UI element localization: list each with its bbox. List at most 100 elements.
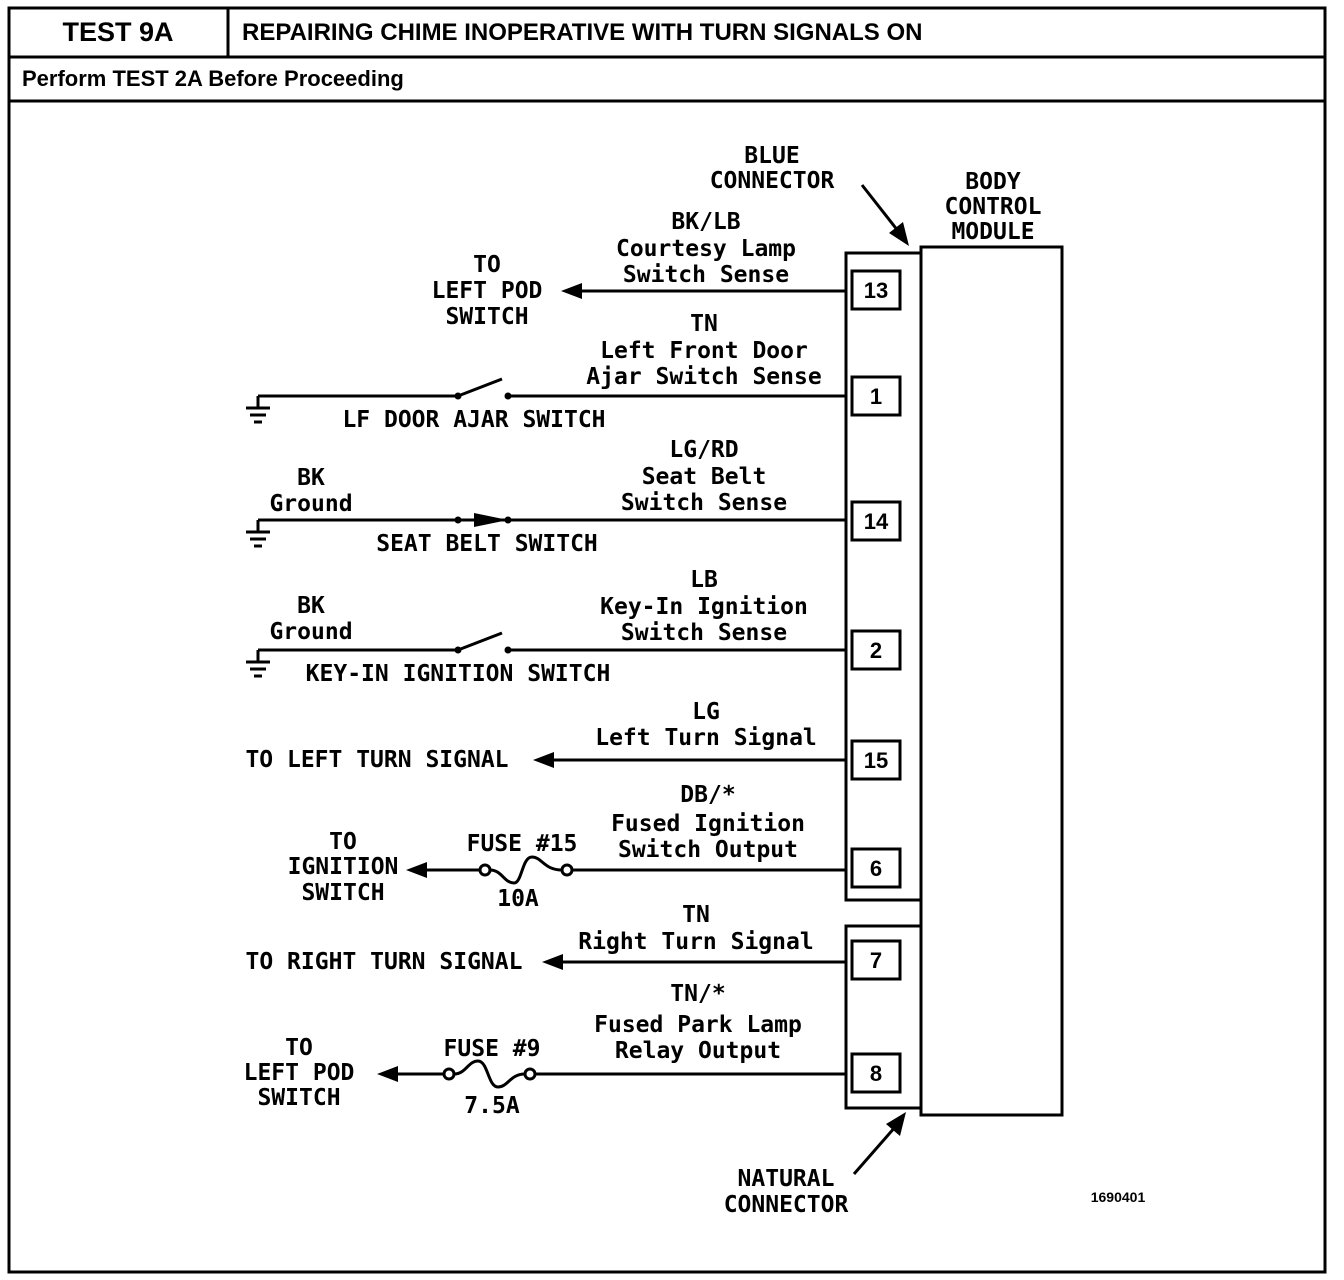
circuit-desc-14-a: Seat Belt — [642, 464, 767, 490]
switch-label-2: KEY-IN IGNITION SWITCH — [306, 661, 611, 687]
dest-8-b: LEFT POD — [244, 1060, 355, 1086]
ground-icon — [246, 520, 270, 548]
natural-connector-arrowhead — [886, 1112, 906, 1136]
ground-wire-color-2: BK — [297, 593, 325, 619]
outer-border — [7, 6, 1327, 1274]
module-label-1: BODY — [965, 169, 1021, 195]
circuit-7: 7 TN Right Turn Signal TO RIGHT TURN SIG… — [246, 902, 902, 981]
natural-connector-label-2: CONNECTOR — [724, 1192, 849, 1218]
circuit-desc-6-a: Fused Ignition — [611, 811, 805, 837]
wire-color-7: TN — [682, 902, 710, 928]
dest-6-b: IGNITION — [288, 854, 399, 880]
pin-8-box — [850, 1052, 902, 1094]
circuit-1: 1 TN Left Front Door Ajar Switch Sense L… — [246, 311, 902, 433]
ground-label-2: Ground — [269, 619, 352, 645]
arrow-13 — [561, 283, 582, 299]
dest-8-c: SWITCH — [257, 1085, 340, 1111]
circuit-desc-1-a: Left Front Door — [600, 338, 808, 364]
blue-connector-label-1: BLUE — [744, 143, 799, 169]
pin-6-number: 6 — [870, 856, 882, 881]
wire-color-8: TN/* — [670, 981, 725, 1007]
test-title: REPAIRING CHIME INOPERATIVE WITH TURN SI… — [242, 19, 922, 46]
arrow-15 — [533, 752, 554, 768]
ground-wire-color-14: BK — [297, 465, 325, 491]
circuit-desc-14-b: Switch Sense — [621, 490, 787, 516]
circuit-desc-13-b: Switch Sense — [623, 262, 789, 288]
fuse-label-8: FUSE #9 — [444, 1036, 541, 1062]
wire-color-13: BK/LB — [671, 209, 740, 235]
circuit-6: 6 DB/* Fused Ignition Switch Output FUSE… — [288, 782, 902, 912]
switch-2-contact — [504, 646, 512, 654]
pin-15-box — [850, 739, 902, 781]
ground-icon — [246, 396, 270, 424]
circuit-2: 2 LB Key-In Ignition Switch Sense BK Gro… — [246, 567, 902, 687]
pin-14-box — [850, 500, 902, 542]
circuit-13: 13 BK/LB Courtesy Lamp Switch Sense TO L… — [432, 209, 902, 330]
ground-icon — [246, 650, 270, 678]
arrow-8 — [377, 1066, 398, 1082]
fuse-15-terminal-b — [560, 863, 574, 877]
module-label-2: CONTROL — [945, 194, 1042, 220]
switch-14-blade — [474, 513, 508, 527]
switch-1-blade — [457, 377, 503, 398]
circuit-desc-8-b: Relay Output — [615, 1038, 781, 1064]
arrow-7 — [542, 954, 563, 970]
fuse-rating-8: 7.5A — [464, 1093, 520, 1119]
test-id: TEST 9A — [62, 17, 173, 47]
circuit-14: 14 LG/RD Seat Belt Switch Sense BK Groun… — [246, 437, 902, 557]
fuse-9-element — [453, 1059, 526, 1089]
pin-7-number: 7 — [870, 948, 882, 973]
module-label-3: MODULE — [951, 219, 1034, 245]
blue-connector-pointer — [860, 184, 904, 237]
circuit-desc-7: Right Turn Signal — [578, 929, 813, 955]
wire-color-6: DB/* — [680, 782, 735, 808]
figure-code: 1690401 — [1091, 1189, 1146, 1205]
blue-connector-label-2: CONNECTOR — [710, 168, 835, 194]
circuit-desc-13-a: Courtesy Lamp — [616, 236, 796, 262]
circuit-desc-8-a: Fused Park Lamp — [594, 1012, 802, 1038]
circuit-desc-2-a: Key-In Ignition — [600, 594, 808, 620]
pin-2-number: 2 — [870, 638, 882, 663]
dest-6-c: SWITCH — [301, 880, 384, 906]
fuse-9-terminal-a — [442, 1067, 456, 1081]
blue-connector-arrowhead — [889, 222, 909, 246]
blue-connector — [844, 251, 923, 902]
dest-6-a: TO — [329, 829, 357, 855]
arrow-6 — [406, 862, 427, 878]
circuit-15: 15 LG Left Turn Signal TO LEFT TURN SIGN… — [245, 699, 902, 781]
body-control-module — [919, 245, 1064, 1117]
circuit-desc-2-b: Switch Sense — [621, 620, 787, 646]
pin-2-box — [850, 629, 902, 671]
dest-8-a: TO — [285, 1035, 313, 1061]
pin-14-number: 14 — [864, 509, 889, 534]
fuse-15-terminal-a — [478, 863, 492, 877]
pin-1-box — [850, 375, 902, 417]
switch-label-1: LF DOOR AJAR SWITCH — [342, 407, 605, 433]
pin-8-number: 8 — [870, 1061, 882, 1086]
fuse-label-6: FUSE #15 — [467, 831, 578, 857]
circuit-desc-15: Left Turn Signal — [595, 725, 817, 751]
dest-7: TO RIGHT TURN SIGNAL — [246, 949, 523, 975]
pin-13-box — [850, 269, 902, 311]
circuit-desc-6-b: Switch Output — [618, 837, 798, 863]
dest-15: TO LEFT TURN SIGNAL — [245, 747, 508, 773]
wire-color-15: LG — [692, 699, 720, 725]
pin-15-number: 15 — [864, 748, 888, 773]
circuit-8: 8 TN/* Fused Park Lamp Relay Output FUSE… — [244, 981, 902, 1119]
wire-color-1: TN — [690, 311, 718, 337]
natural-connector-pointer — [852, 1125, 898, 1175]
dest-13-a: TO — [473, 252, 501, 278]
fuse-9-terminal-b — [523, 1067, 537, 1081]
pin-6-box — [850, 847, 902, 889]
ground-label-14: Ground — [269, 491, 352, 517]
switch-1-contact — [504, 392, 512, 400]
wire-color-14: LG/RD — [669, 437, 738, 463]
pin-1-number: 1 — [870, 384, 882, 409]
pin-7-box — [850, 939, 902, 981]
dest-13-b: LEFT POD — [432, 278, 543, 304]
natural-connector-label-1: NATURAL — [738, 1166, 835, 1192]
pin-13-number: 13 — [864, 278, 888, 303]
switch-2-blade — [457, 631, 503, 652]
fuse-15-element — [489, 855, 563, 885]
